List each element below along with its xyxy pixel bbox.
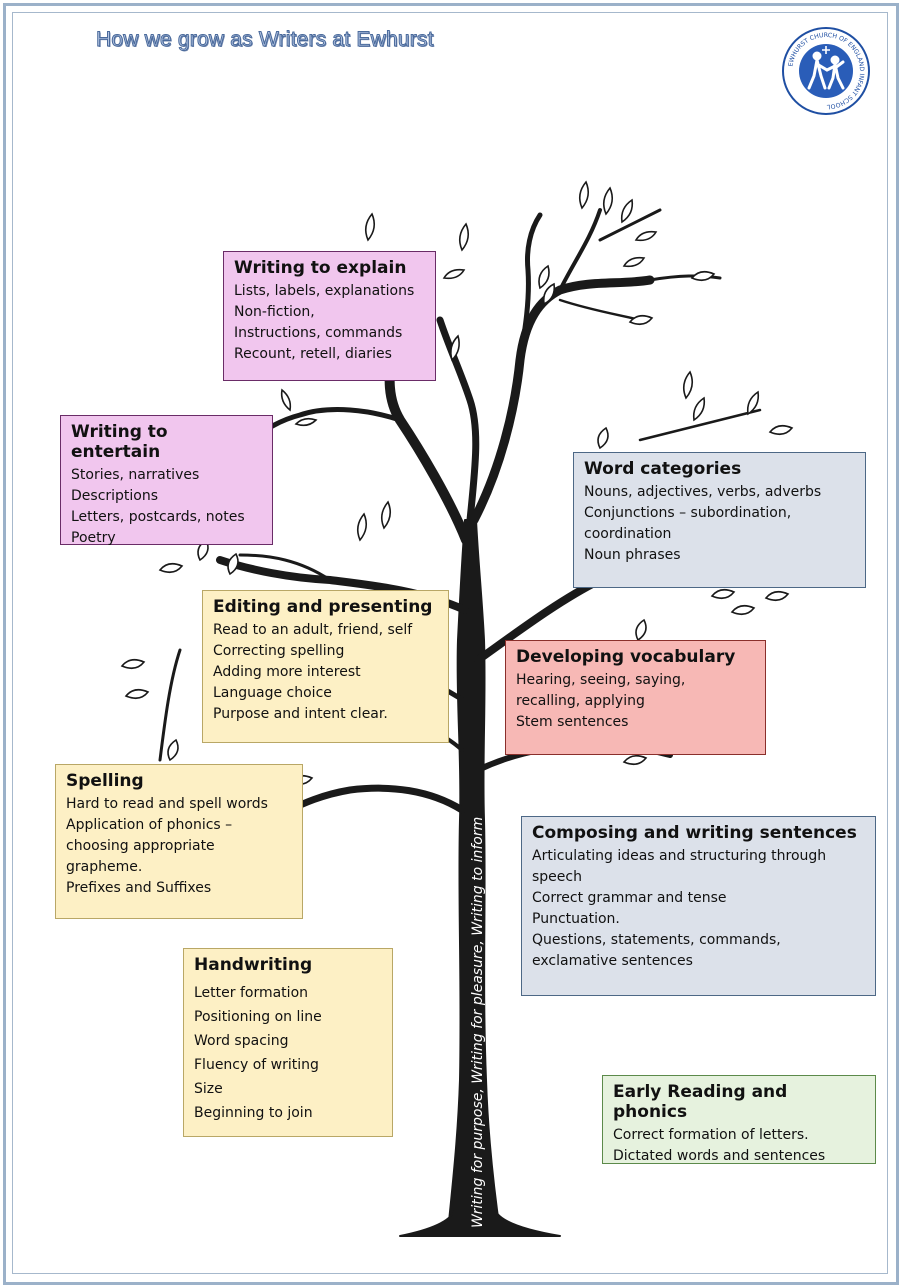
box-line: Dictated words and sentences	[613, 1148, 826, 1164]
editing-and-presenting-box: Editing and presenting Read to an adult,…	[202, 590, 449, 743]
box-line: Punctuation.	[532, 911, 620, 927]
writing-to-entertain-box: Writing to entertain Stories, narratives…	[60, 415, 273, 546]
box-line: Conjunctions – subordination,	[584, 505, 792, 521]
page-title: How we grow as Writers at Ewhurst	[96, 28, 434, 52]
box-line: Prefixes and Suffixes	[66, 880, 212, 896]
box-line: Hard to read and spell words	[66, 796, 268, 812]
box-line: Instructions, commands	[234, 325, 403, 341]
trunk-caption: Writing for purpose, Writing for pleasur…	[470, 816, 486, 1228]
writing-to-explain-box: Writing to explain Lists, labels, explan…	[223, 251, 436, 381]
box-line: Letters, postcards, notes	[71, 509, 245, 525]
box-line: Application of phonics –	[66, 817, 233, 833]
box-heading: Developing vocabulary	[516, 647, 736, 667]
box-heading: Editing and presenting	[213, 597, 433, 617]
box-line: Articulating ideas and structuring throu…	[532, 848, 827, 864]
box-heading: Composing and writing sentences	[532, 823, 857, 843]
box-heading: Handwriting	[194, 955, 313, 975]
box-line: Read to an adult, friend, self	[213, 622, 413, 638]
box-heading: Word categories	[584, 459, 742, 479]
box-line: Correct grammar and tense	[532, 890, 727, 906]
box-line: Descriptions	[71, 488, 159, 504]
box-line: coordination	[584, 526, 672, 542]
box-line: Adding more interest	[213, 664, 361, 680]
box-line: Letter formation	[194, 985, 309, 1001]
box-heading: Writing to explain	[234, 258, 407, 278]
box-line: Recount, retell, diaries	[234, 346, 392, 362]
box-heading: Writing to entertain	[71, 422, 168, 462]
box-line: recalling, applying	[516, 693, 645, 709]
composing-sentences-box: Composing and writing sentences Articula…	[521, 816, 876, 996]
box-line: Lists, labels, explanations	[234, 283, 415, 299]
box-line: Non-fiction,	[234, 304, 315, 320]
handwriting-box: Handwriting Letter formation Positioning…	[183, 948, 393, 1137]
word-categories-box: Word categories Nouns, adjectives, verbs…	[573, 452, 866, 588]
early-reading-box: Early Reading and phonics Correct format…	[602, 1075, 876, 1164]
box-line: Language choice	[213, 685, 332, 701]
box-line: Beginning to join	[194, 1105, 313, 1121]
box-line: speech	[532, 869, 582, 885]
box-line: Correcting spelling	[213, 643, 345, 659]
box-line: Hearing, seeing, saying,	[516, 672, 686, 688]
box-line: Stem sentences	[516, 714, 629, 730]
box-line: grapheme.	[66, 859, 143, 875]
box-line: Poetry	[71, 530, 116, 546]
box-line: exclamative sentences	[532, 953, 693, 969]
box-line: Fluency of writing	[194, 1057, 319, 1073]
box-line: choosing appropriate	[66, 838, 215, 854]
box-line: Noun phrases	[584, 547, 681, 563]
box-line: Word spacing	[194, 1033, 289, 1049]
box-line: Nouns, adjectives, verbs, adverbs	[584, 484, 822, 500]
developing-vocabulary-box: Developing vocabulary Hearing, seeing, s…	[505, 640, 766, 755]
school-logo: EWHURST CHURCH OF ENGLAND INFANT SCHOOL	[782, 27, 870, 115]
children-holding-hands-icon	[807, 46, 845, 90]
box-heading: Spelling	[66, 771, 144, 791]
box-line: Correct formation of letters.	[613, 1127, 809, 1143]
box-line: Purpose and intent clear.	[213, 706, 388, 722]
box-line: Positioning on line	[194, 1009, 322, 1025]
page-border	[3, 3, 899, 1285]
box-line: Questions, statements, commands,	[532, 932, 781, 948]
box-line: Stories, narratives	[71, 467, 200, 483]
box-heading: Early Reading and phonics	[613, 1082, 788, 1122]
box-line: Size	[194, 1081, 223, 1097]
page-inner-border	[12, 12, 888, 1274]
spelling-box: Spelling Hard to read and spell words Ap…	[55, 764, 303, 919]
